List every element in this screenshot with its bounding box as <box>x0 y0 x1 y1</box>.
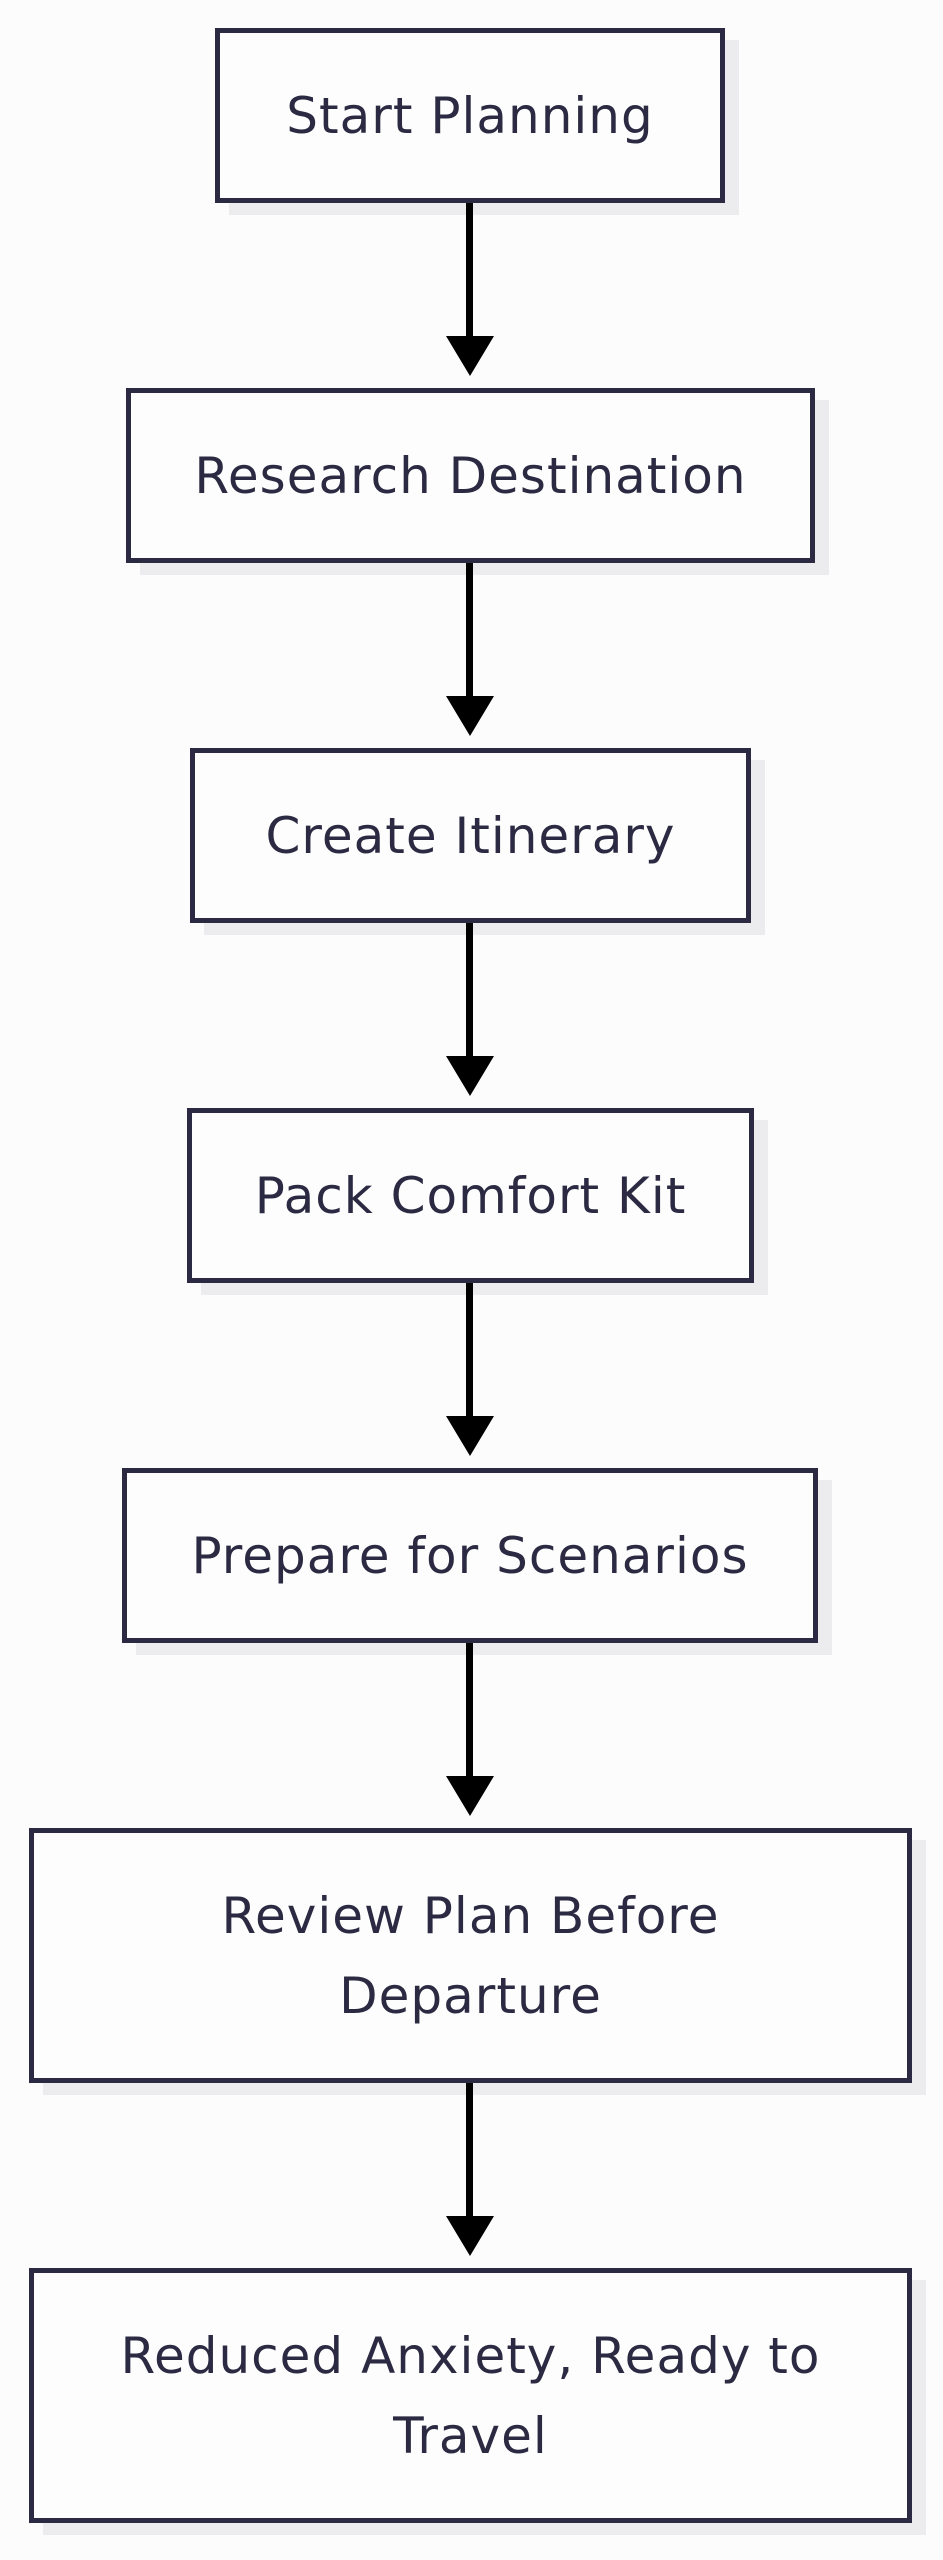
node-create-itinerary: Create Itinerary <box>190 748 751 923</box>
node-label: Review Plan Before Departure <box>221 1886 720 2025</box>
node-label: Reduced Anxiety, Ready to Travel <box>120 2326 821 2465</box>
connector-2 <box>466 563 473 698</box>
node-pack-comfort-kit: Pack Comfort Kit <box>187 1108 754 1283</box>
node-label: Research Destination <box>194 446 747 505</box>
connector-4 <box>466 1283 473 1418</box>
connector-6 <box>466 2083 473 2218</box>
node-reduced-anxiety-ready-to-travel: Reduced Anxiety, Ready to Travel <box>29 2268 912 2523</box>
arrowhead-1 <box>446 336 494 376</box>
connector-1 <box>466 203 473 338</box>
node-start-planning: Start Planning <box>215 28 725 203</box>
node-label: Start Planning <box>286 86 654 145</box>
connector-3 <box>466 923 473 1058</box>
node-label: Prepare for Scenarios <box>191 1526 749 1585</box>
node-research-destination: Research Destination <box>126 388 815 563</box>
arrowhead-2 <box>446 696 494 736</box>
node-prepare-for-scenarios: Prepare for Scenarios <box>122 1468 818 1643</box>
connector-5 <box>466 1643 473 1778</box>
arrowhead-3 <box>446 1056 494 1096</box>
arrowhead-4 <box>446 1416 494 1456</box>
node-label: Create Itinerary <box>265 806 676 865</box>
node-label: Pack Comfort Kit <box>254 1166 687 1225</box>
arrowhead-6 <box>446 2216 494 2256</box>
arrowhead-5 <box>446 1776 494 1816</box>
node-review-plan-before-departure: Review Plan Before Departure <box>29 1828 912 2083</box>
